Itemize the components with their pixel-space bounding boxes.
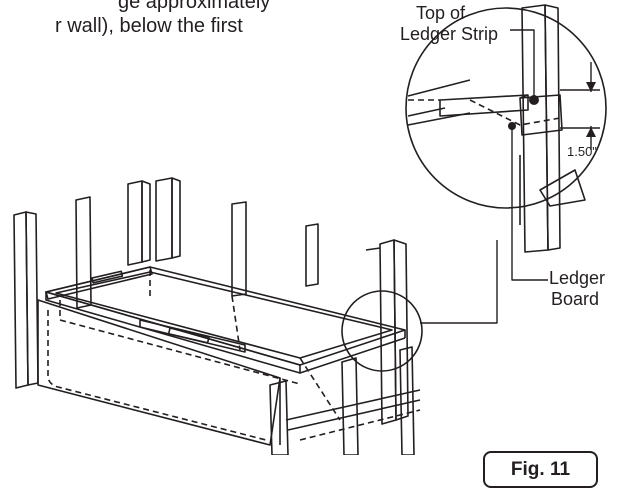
detail-marker-circle bbox=[341, 290, 423, 372]
top-of-ledger-line-2: Ledger Strip bbox=[400, 24, 499, 44]
top-of-ledger-point bbox=[529, 95, 539, 105]
bathtub-framing-diagram bbox=[13, 4, 607, 455]
top-of-ledger-line-1: Top of bbox=[416, 3, 466, 23]
instruction-text-line-1: ge approximately bbox=[118, 0, 271, 13]
ledger-board-line-1: Ledger bbox=[549, 268, 606, 288]
instruction-text-line-2: r wall), below the first bbox=[55, 15, 243, 37]
right-wall-studs bbox=[365, 239, 409, 425]
top-of-ledger-strip-label: Top of Ledger Strip bbox=[400, 3, 498, 45]
ledger-board-left bbox=[45, 266, 153, 300]
tub-apron bbox=[37, 299, 281, 446]
dimension-label: 1.50" bbox=[567, 144, 597, 159]
ledger-board-label: Ledger Board bbox=[549, 268, 605, 310]
left-wall-studs bbox=[13, 177, 319, 389]
ledger-board-line-2: Board bbox=[551, 289, 600, 309]
front-frame bbox=[269, 346, 421, 455]
ledger-board-point bbox=[508, 122, 516, 130]
magnified-detail bbox=[405, 4, 607, 253]
figure-label: Fig. 11 bbox=[483, 451, 598, 488]
ledger-board-front bbox=[139, 319, 246, 353]
